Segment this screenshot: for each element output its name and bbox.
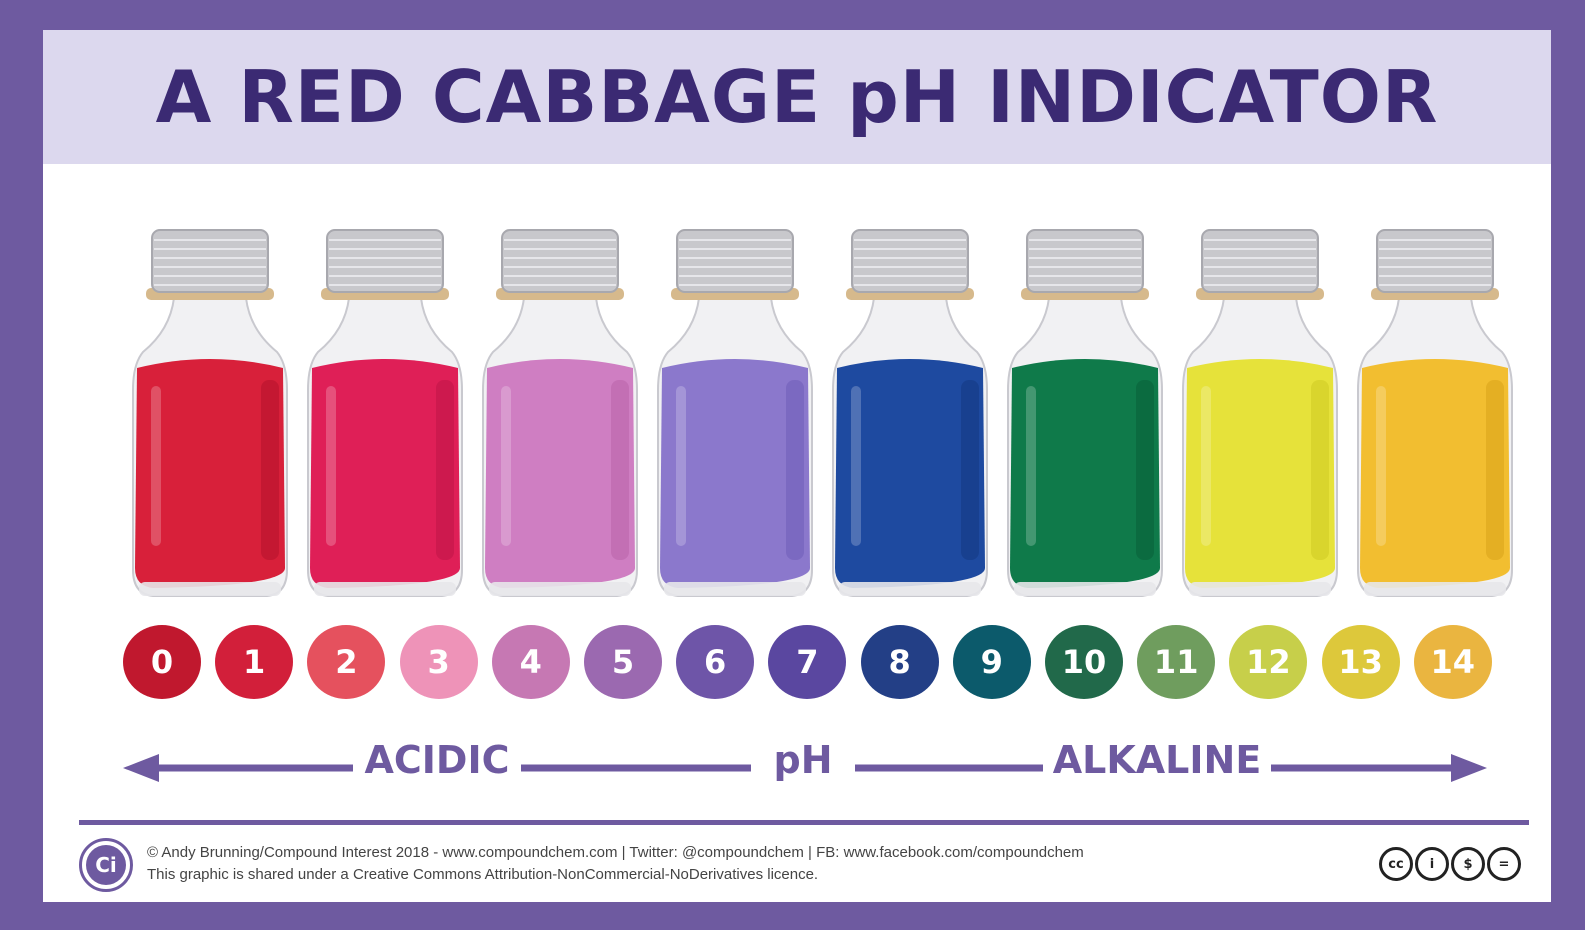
ph-value-4: 4 (491, 625, 570, 699)
ph-value-6: 6 (676, 625, 755, 699)
bottle-base (314, 582, 456, 596)
bottle-row (132, 229, 1513, 597)
bottle-shade (961, 380, 979, 560)
title-band: A RED CABBAGE pH INDICATOR (43, 30, 1551, 164)
arrow-head-left-icon (123, 754, 159, 782)
bottle-liquid (1010, 359, 1160, 588)
bottle-shade (1486, 380, 1504, 560)
cc-icon: cc (1379, 847, 1413, 881)
ph-value-3: 3 (399, 625, 478, 699)
bottle-base (1189, 582, 1331, 596)
ci-logo-mark: Ci (86, 845, 126, 885)
bottle (832, 229, 988, 597)
ph-value-14: 14 (1413, 625, 1492, 699)
bottle (1357, 229, 1513, 597)
bottle-base (489, 582, 631, 596)
ph-value-5: 5 (584, 625, 662, 699)
arrow-head-right-icon (1451, 754, 1487, 782)
bottle-shade (786, 380, 804, 560)
bottle (657, 229, 813, 597)
bottle-liquid (1185, 359, 1335, 588)
bottle-highlight (1201, 386, 1211, 546)
bottle-highlight (151, 386, 161, 546)
ph-value-12: 12 (1229, 625, 1308, 699)
acidic-alkaline-arrow (123, 754, 1487, 782)
bottle-shade (436, 380, 454, 560)
ph-value-0: 0 (123, 625, 201, 699)
ph-value-13: 13 (1321, 625, 1400, 699)
acidic-label: ACIDIC (364, 738, 510, 782)
bottle-base (1014, 582, 1156, 596)
compound-interest-logo: Ci (79, 838, 133, 892)
ph-value-10: 10 (1045, 625, 1123, 699)
bottle-base (139, 582, 281, 596)
bottle-highlight (326, 386, 336, 546)
bottle (1007, 229, 1163, 597)
bottle-shade (261, 380, 279, 560)
bottle-shade (611, 380, 629, 560)
bottle-liquid (310, 359, 460, 588)
bottle-liquid (835, 359, 985, 588)
bottle-highlight (676, 386, 686, 546)
ph-value-7: 7 (768, 625, 847, 699)
bottle-shade (1311, 380, 1329, 560)
bottle-base (664, 582, 806, 596)
footer-divider (79, 820, 1529, 825)
bottle-shade (1136, 380, 1154, 560)
bottle-base (839, 582, 981, 596)
bottle-highlight (1376, 386, 1386, 546)
nc-icon: $ (1451, 847, 1485, 881)
ph-value-9: 9 (952, 625, 1031, 699)
bottle-highlight (1026, 386, 1036, 546)
ph-value-1: 1 (215, 625, 294, 699)
nd-icon: = (1487, 847, 1521, 881)
bottle (1182, 229, 1338, 597)
bottle (307, 229, 463, 597)
ph-label: pH (773, 738, 833, 782)
bottle-liquid (485, 359, 635, 588)
ph-value-2: 2 (307, 625, 386, 699)
page-title: A RED CABBAGE pH INDICATOR (155, 55, 1439, 139)
bottle-base (1364, 582, 1506, 596)
licence-line: This graphic is shared under a Creative … (147, 866, 819, 883)
bottle-liquid (660, 359, 810, 588)
bottle (482, 229, 638, 597)
ph-value-11: 11 (1137, 625, 1216, 699)
ph-value-8: 8 (860, 625, 939, 699)
alkaline-label: ALKALINE (1052, 738, 1262, 782)
bottle-highlight (851, 386, 861, 546)
bottle-liquid (1360, 359, 1510, 588)
bottle-liquid (135, 359, 285, 588)
by-icon: i (1415, 847, 1449, 881)
credit-line: © Andy Brunning/Compound Interest 2018 -… (147, 844, 1084, 861)
bottle-highlight (501, 386, 511, 546)
bottle (132, 229, 288, 597)
